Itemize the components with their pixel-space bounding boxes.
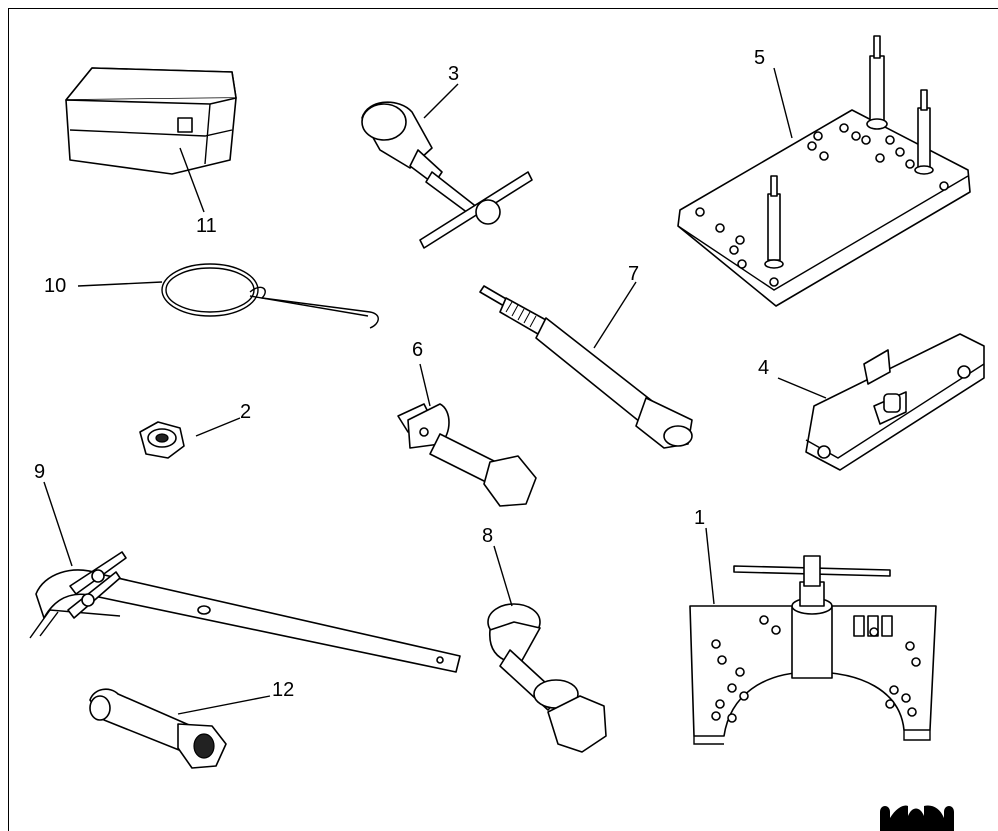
- label-4: 4: [758, 357, 769, 379]
- label-6: 6: [412, 339, 423, 361]
- leader-lines: [43, 67, 827, 715]
- tool-eye-bolt: [397, 403, 537, 507]
- label-8: 8: [482, 525, 493, 547]
- label-10: 10: [44, 275, 66, 297]
- label-12: 12: [272, 679, 294, 701]
- tool-box-spanner: [89, 688, 227, 769]
- label-7: 7: [628, 263, 639, 285]
- tool-holding-wrench: [29, 551, 461, 673]
- label-5: 5: [754, 47, 765, 69]
- tool-nut: [139, 421, 185, 459]
- tool-puller: [361, 101, 533, 249]
- tool-support-plate: [689, 555, 937, 745]
- tool-long-rod: [479, 285, 693, 449]
- label-11: 11: [196, 215, 217, 237]
- label-3: 3: [448, 63, 459, 85]
- tool-ring-hook: [161, 263, 379, 329]
- label-9: 9: [34, 461, 45, 483]
- label-1: 1: [694, 507, 705, 529]
- tool-flat-gauge: [805, 333, 985, 471]
- figure-frame: [8, 8, 998, 831]
- tool-base-plate: [677, 35, 971, 307]
- tool-drift-bolt: [487, 603, 607, 753]
- crown-logo-icon: [880, 805, 954, 831]
- label-2: 2: [240, 401, 251, 423]
- tool-case: [65, 67, 237, 175]
